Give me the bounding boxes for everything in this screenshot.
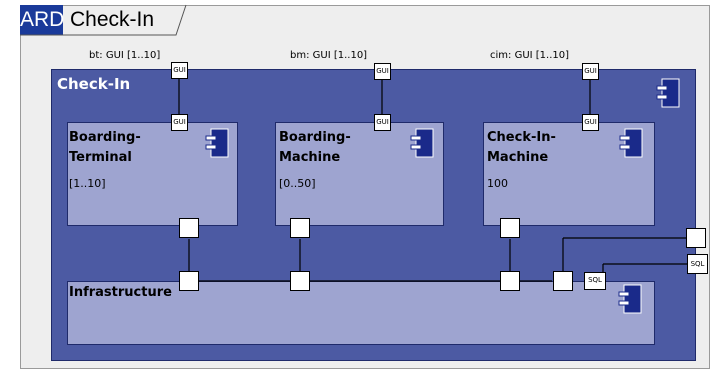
part-multiplicity: [0..50] — [279, 177, 316, 190]
part-title-line1: Boarding- — [69, 130, 141, 145]
part-title-line2: Terminal — [69, 150, 132, 165]
infrastructure-port[interactable] — [553, 271, 573, 291]
gui-port-bm[interactable]: GUI — [374, 63, 391, 80]
part-multiplicity: [1..10] — [69, 177, 106, 190]
boarding-terminal-part[interactable] — [67, 122, 238, 226]
diagram-kind-label: ARD — [20, 5, 64, 35]
gui-port-bt[interactable]: GUI — [171, 62, 188, 79]
part-title-line2: Machine — [487, 150, 549, 165]
component-icon — [205, 128, 229, 158]
infrastructure-title: Infrastructure — [69, 285, 172, 300]
part-title-line1: Boarding- — [279, 130, 351, 145]
infrastructure-port[interactable] — [290, 271, 310, 291]
component-icon — [618, 284, 642, 314]
diagram-title: Check-In — [70, 8, 155, 31]
port-label-cim: cim: GUI [1..10] — [490, 50, 570, 61]
infrastructure-part[interactable] — [67, 281, 655, 345]
port-label-bt: bt: GUI [1..10] — [89, 50, 161, 61]
outer-sql-port[interactable]: SQL — [687, 254, 708, 274]
part-bottom-port[interactable] — [290, 218, 310, 238]
part-bottom-port[interactable] — [500, 218, 520, 238]
part-gui-port[interactable]: GUI — [171, 114, 188, 131]
infrastructure-port[interactable] — [500, 271, 520, 291]
gui-port-cim[interactable]: GUI — [582, 63, 599, 80]
checkin-component-title: Check-In — [57, 75, 131, 93]
component-icon — [410, 128, 434, 158]
part-bottom-port[interactable] — [179, 218, 199, 238]
outer-right-port[interactable] — [686, 228, 706, 248]
part-title-line1: Check-In- — [487, 130, 556, 145]
part-multiplicity: 100 — [487, 177, 508, 190]
infrastructure-sql-port[interactable]: SQL — [584, 272, 606, 290]
component-icon — [656, 78, 680, 108]
port-label-bm: bm: GUI [1..10] — [290, 50, 368, 61]
part-gui-port[interactable]: GUI — [374, 114, 391, 131]
part-gui-port[interactable]: GUI — [582, 114, 599, 131]
part-title-line2: Machine — [279, 150, 341, 165]
tab-outline — [20, 4, 187, 36]
infrastructure-port[interactable] — [179, 271, 199, 291]
component-icon — [619, 128, 643, 158]
